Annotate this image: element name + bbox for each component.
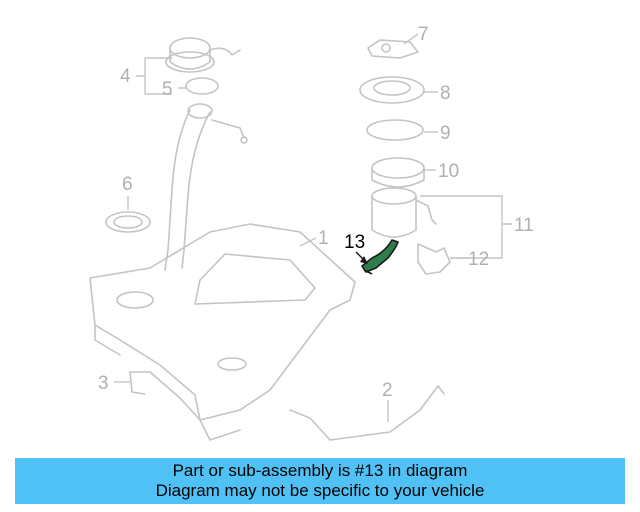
filler-neck xyxy=(164,103,248,271)
part-4-filler-cap xyxy=(165,37,241,73)
banner-line-2: Diagram may not be specific to your vehi… xyxy=(155,481,485,500)
callout-4: 4 xyxy=(120,66,131,87)
callout-8: 8 xyxy=(440,83,451,104)
parts-diagram: 4 5 6 1 3 2 7 xyxy=(89,24,534,441)
part-2-tank-strap xyxy=(289,385,445,441)
callout-12: 12 xyxy=(468,249,489,270)
callout-6: 6 xyxy=(122,174,133,195)
part-1-fuel-tank xyxy=(89,223,356,441)
leader-7 xyxy=(403,33,419,45)
part-10-sender-top xyxy=(371,157,425,188)
part-5-seal-ring xyxy=(185,77,219,95)
callout-3: 3 xyxy=(98,373,109,394)
banner-line-1: Part or sub-assembly is #13 in diagram xyxy=(172,461,468,480)
leader-13-arrowhead xyxy=(360,256,368,264)
callout-5: 5 xyxy=(162,79,173,100)
leader-1 xyxy=(299,237,317,247)
part-3-tank-strap xyxy=(129,371,201,421)
part-7-flange-cover xyxy=(367,39,419,59)
callout-10: 10 xyxy=(438,161,459,182)
callout-11: 11 xyxy=(514,215,534,236)
part-9-seal xyxy=(366,119,424,141)
leader-4 xyxy=(136,57,172,95)
info-banner: Part or sub-assembly is #13 in diagram D… xyxy=(15,458,625,504)
part-12-bracket xyxy=(417,243,451,275)
part-8-flange xyxy=(359,76,425,104)
callout-7: 7 xyxy=(418,24,429,45)
callout-13: 13 xyxy=(344,232,365,253)
callout-2: 2 xyxy=(382,380,393,401)
callout-9: 9 xyxy=(440,123,451,144)
part-6-lock-ring xyxy=(105,211,151,233)
callout-1: 1 xyxy=(318,228,329,249)
part-13-highlighted xyxy=(361,239,399,275)
part-11-pump-module xyxy=(371,187,437,238)
leader-11 xyxy=(420,195,512,259)
